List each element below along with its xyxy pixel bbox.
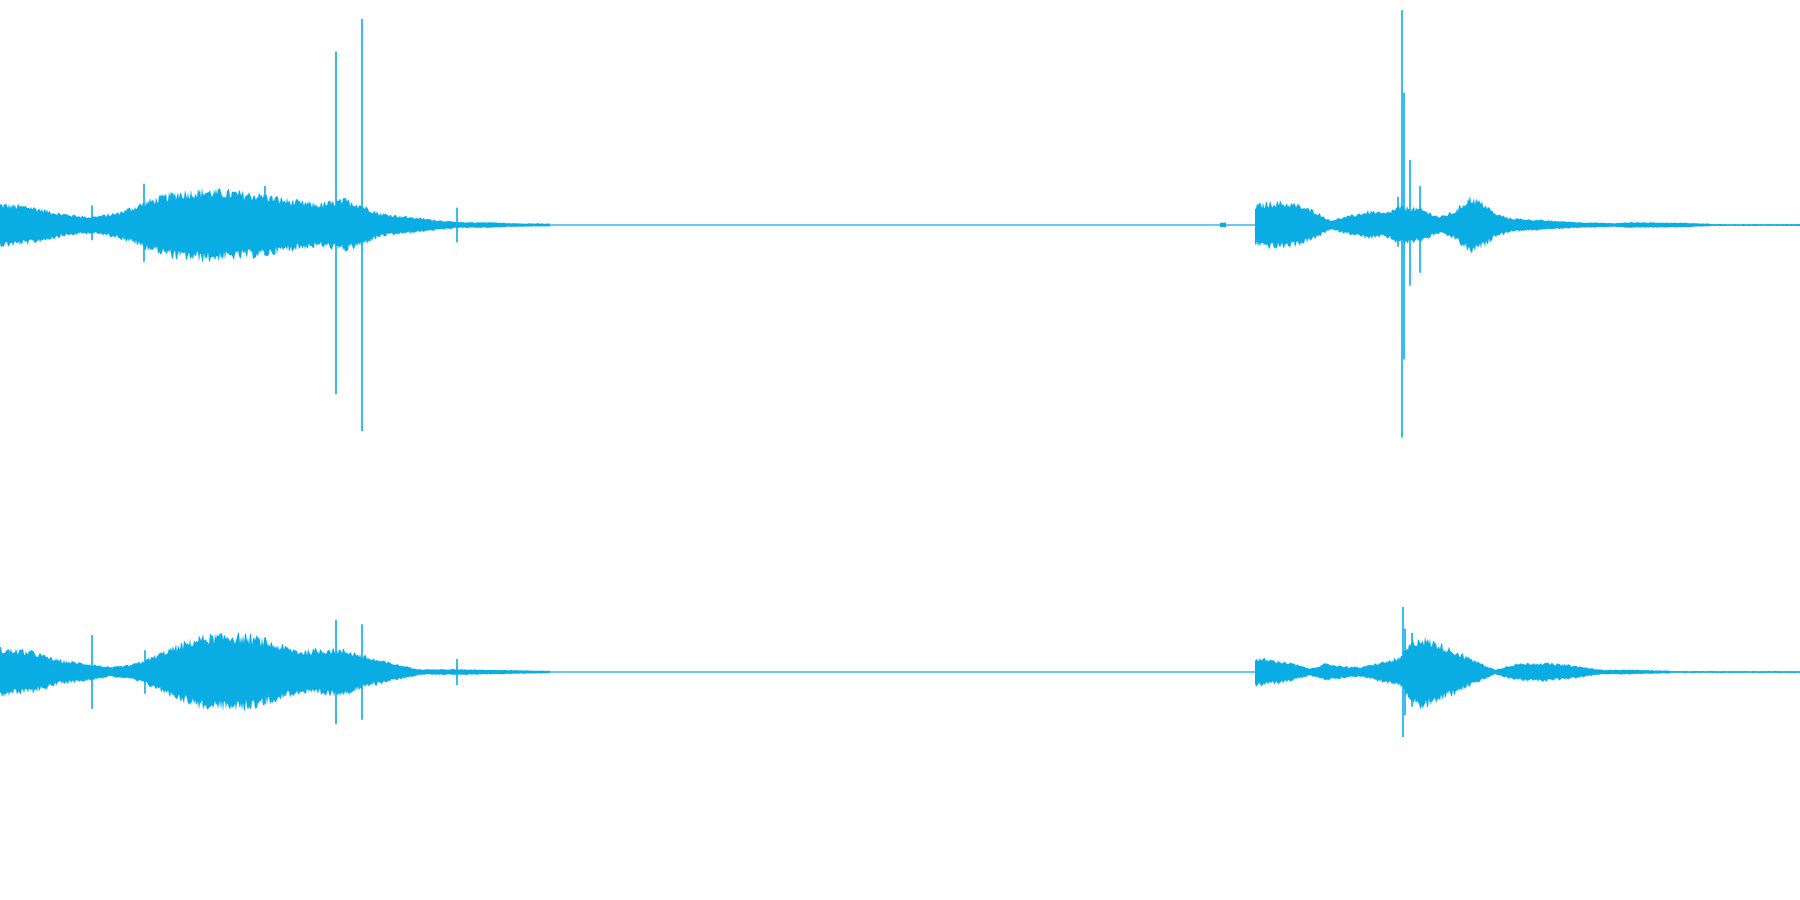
waveform-envelope bbox=[1255, 195, 1710, 254]
waveform-envelope bbox=[0, 632, 550, 712]
channel-2-waveform bbox=[0, 606, 1800, 738]
waveform-envelope bbox=[1670, 671, 1800, 673]
waveform-envelope bbox=[1220, 222, 1226, 228]
channel-1-waveform bbox=[0, 10, 1800, 438]
waveform-envelope bbox=[0, 187, 550, 263]
waveform-envelope bbox=[1255, 636, 1670, 709]
waveform-envelope bbox=[1710, 224, 1800, 226]
